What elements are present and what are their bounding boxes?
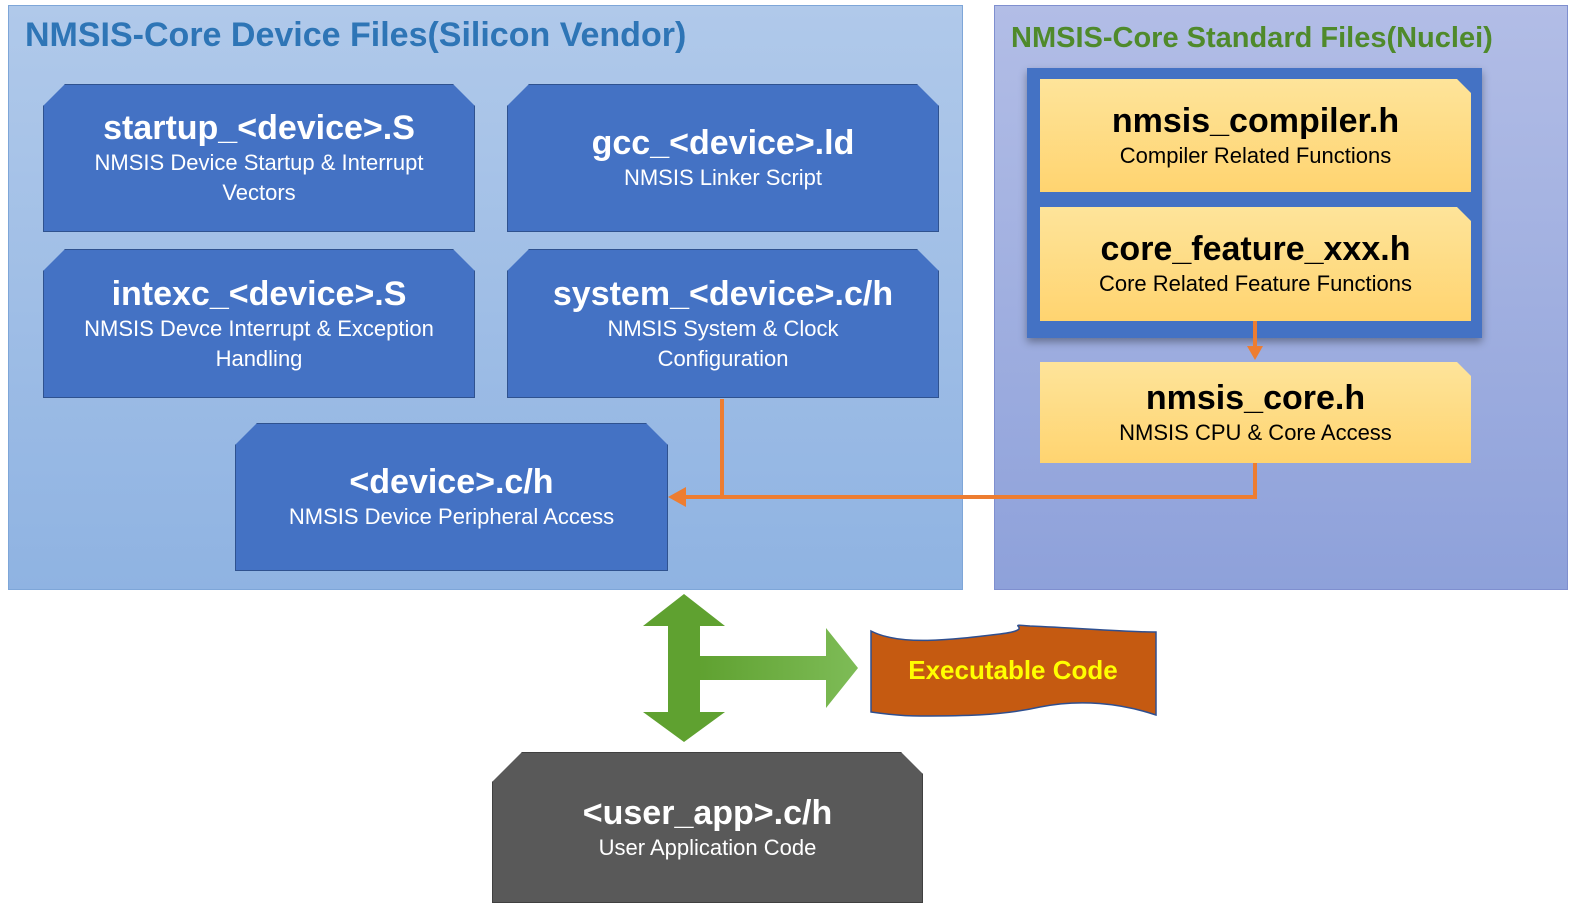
user-app-desc: User Application Code: [598, 834, 817, 860]
feature-file-name: core_feature_xxx.h: [1100, 230, 1411, 268]
standard-panel-title: NMSIS-Core Standard Files(Nuclei): [1011, 22, 1493, 54]
user-app-name: <user_app>.c/h: [582, 793, 833, 832]
linker-file-desc: NMSIS Linker Script: [623, 165, 823, 190]
intexc-file-box: intexc_<device>.S NMSIS Devce Interrupt …: [43, 249, 475, 398]
executable-build-arrow-icon: [643, 594, 858, 742]
linker-file-name: gcc_<device>.ld: [591, 124, 855, 162]
system-file-desc: NMSIS System & Clock Configuration: [607, 315, 839, 371]
feature-file-box: core_feature_xxx.h Core Related Feature …: [1040, 207, 1471, 321]
executable-code-banner: [870, 624, 1157, 717]
device-file-name: <device>.c/h: [349, 463, 554, 501]
core-file-desc: NMSIS CPU & Core Access: [1119, 419, 1392, 445]
executable-code-label: Executable Code: [908, 655, 1118, 685]
user-app-box: <user_app>.c/h User Application Code: [492, 752, 923, 903]
feature-to-core-arrowhead: [1247, 346, 1263, 360]
system-file-name: system_<device>.c/h: [552, 274, 894, 313]
compiler-file-name: nmsis_compiler.h: [1111, 101, 1400, 140]
core-file-box: nmsis_core.h NMSIS CPU & Core Access: [1040, 362, 1471, 463]
feature-file-desc: Core Related Feature Functions: [1098, 271, 1413, 296]
startup-file-name: startup_<device>.S: [103, 109, 415, 147]
system-file-box: system_<device>.c/h NMSIS System & Clock…: [507, 249, 939, 398]
startup-file-desc: NMSIS Device Startup & Interrupt Vectors: [94, 150, 424, 205]
intexc-file-name: intexc_<device>.S: [111, 274, 407, 313]
system-to-device-connector: [684, 399, 724, 499]
startup-file-box: startup_<device>.S NMSIS Device Startup …: [43, 84, 475, 232]
device-arrowhead: [668, 487, 686, 507]
compiler-file-box: nmsis_compiler.h Compiler Related Functi…: [1040, 79, 1471, 192]
core-to-device-connector: [722, 463, 1257, 499]
linker-file-box: gcc_<device>.ld NMSIS Linker Script: [507, 84, 939, 232]
core-file-name: nmsis_core.h: [1145, 378, 1366, 417]
intexc-file-desc: NMSIS Devce Interrupt & Exception Handli…: [84, 315, 434, 371]
compiler-file-desc: Compiler Related Functions: [1119, 142, 1392, 168]
device-file-box: <device>.c/h NMSIS Device Peripheral Acc…: [235, 423, 668, 571]
device-file-desc: NMSIS Device Peripheral Access: [288, 504, 615, 529]
vendor-panel-title: NMSIS-Core Device Files(Silicon Vendor): [25, 16, 687, 54]
